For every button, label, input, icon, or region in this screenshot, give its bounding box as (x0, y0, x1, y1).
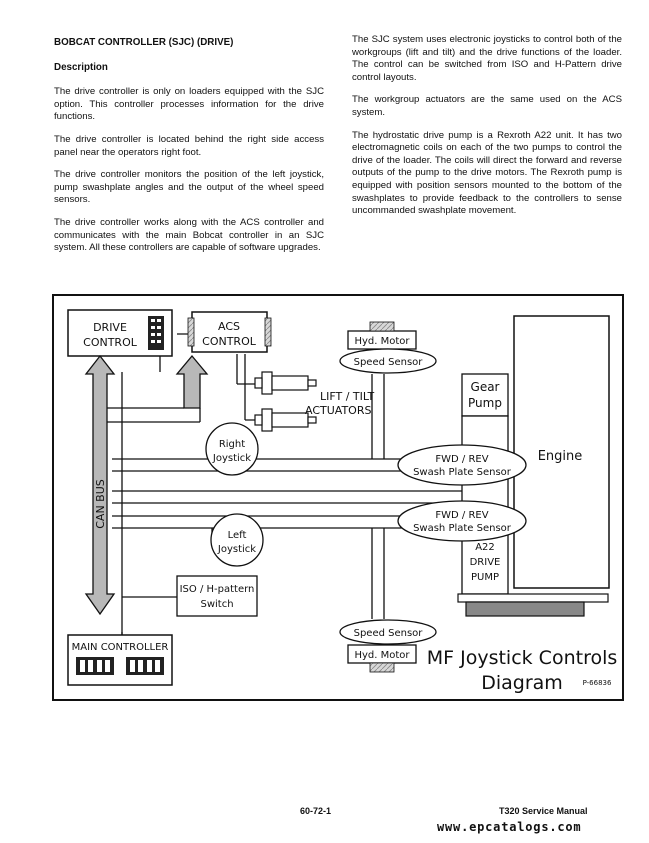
hyd-motor-top-label: Hyd. Motor (354, 336, 410, 347)
iso-h-pattern-switch: ISO / H-pattern Switch (176, 575, 258, 617)
lift-tilt-actuators (254, 371, 317, 432)
diagram-title: Diagram (481, 672, 563, 694)
right-paragraph: The hydrostatic drive pump is a Rexroth … (352, 129, 622, 217)
section-heading: BOBCAT CONTROLLER (SJC) (DRIVE) (54, 37, 234, 48)
speed-sensor-top-label: Speed Sensor (354, 357, 424, 368)
acs-link-arrow (175, 354, 209, 409)
gear-pump-label: Gear (471, 380, 500, 394)
connector-icon (148, 316, 164, 350)
acs-controller-label: CONTROL (202, 335, 257, 348)
right-paragraph: The workgroup actuators are the same use… (352, 94, 622, 118)
hyd-motor-bottom-label: Hyd. Motor (354, 650, 410, 661)
speed-sensor-top: Speed Sensor (339, 348, 437, 374)
gear-pump-label: Pump (468, 396, 502, 410)
left-joystick-label: Joystick (217, 544, 256, 555)
a22-pump-label: A22 (475, 542, 495, 553)
figure-id: P-66836 (583, 679, 612, 687)
lift-tilt-label: LIFT / TILT (320, 390, 375, 403)
right-text-column: The SJC system uses electronic joysticks… (352, 34, 622, 228)
connector-icon (76, 657, 114, 675)
watermark: www.epcatalogs.com (437, 820, 582, 834)
pump-base (457, 593, 609, 603)
hyd-motor-top: Hyd. Motor (347, 321, 417, 350)
acs-controller-label: ACS (218, 320, 240, 333)
drive-controller: DRIVE CONTROL (67, 309, 173, 357)
right-joystick: Right Joystick (205, 422, 259, 476)
left-paragraph: The drive controller works along with th… (54, 216, 324, 254)
fwd-rev-sensor-1: FWD / REV Swash Plate Sensor (397, 444, 527, 486)
drive-controller-label: CONTROL (83, 336, 138, 349)
joystick-controls-diagram: DRIVE CONTROL ACS CONTROL CAN BUS LIFT /… (52, 294, 624, 701)
fwd-rev-1-label: Swash Plate Sensor (413, 467, 512, 478)
speed-sensor-bottom-label: Speed Sensor (354, 628, 424, 639)
right-joystick-label: Right (219, 439, 245, 450)
a22-pump-label: PUMP (471, 572, 499, 583)
diagram-title: MF Joystick Controls (427, 647, 618, 669)
left-joystick: Left Joystick (210, 513, 264, 567)
speed-sensor-bottom: Speed Sensor (339, 619, 437, 645)
right-joystick-label: Joystick (212, 453, 251, 464)
fwd-rev-1-label: FWD / REV (435, 454, 488, 465)
engine: Engine (513, 315, 610, 589)
left-paragraph: The drive controller is located behind t… (54, 133, 324, 158)
fwd-rev-2-label: FWD / REV (435, 510, 488, 521)
lift-tilt-label: ACTUATORS (305, 404, 371, 417)
can-bus-label: CAN BUS (94, 479, 107, 529)
can-bus-arrow: CAN BUS (84, 354, 116, 616)
drive-controller-label: DRIVE (93, 321, 127, 334)
left-joystick-label: Left (228, 530, 247, 541)
main-controller-label: MAIN CONTROLLER (72, 642, 169, 653)
main-controller: MAIN CONTROLLER (67, 634, 173, 686)
manual-title: T320 Service Manual (499, 806, 588, 816)
diagram-frame (52, 294, 624, 701)
page-number: 60-72-1 (300, 806, 332, 816)
acs-controller: ACS CONTROL (187, 311, 272, 353)
left-text-column: BOBCAT CONTROLLER (SJC) (DRIVE) Descript… (54, 37, 324, 265)
right-paragraph: The SJC system uses electronic joysticks… (352, 34, 622, 83)
pump-base-block (465, 601, 585, 617)
connector-icon (126, 657, 164, 675)
a22-pump-label: DRIVE (470, 557, 501, 568)
engine-label: Engine (538, 449, 583, 464)
left-paragraph: The drive controller monitors the positi… (54, 169, 324, 206)
fwd-rev-sensor-2: FWD / REV Swash Plate Sensor (397, 500, 527, 542)
left-paragraph: The drive controller is only on loaders … (54, 86, 324, 123)
description-subheading: Description (54, 61, 108, 73)
gear-pump: Gear Pump (461, 373, 509, 417)
iso-switch-label: Switch (200, 599, 233, 610)
fwd-rev-2-label: Swash Plate Sensor (413, 523, 512, 534)
iso-switch-label: ISO / H-pattern (180, 584, 255, 595)
hyd-motor-bottom: Hyd. Motor (347, 644, 417, 673)
